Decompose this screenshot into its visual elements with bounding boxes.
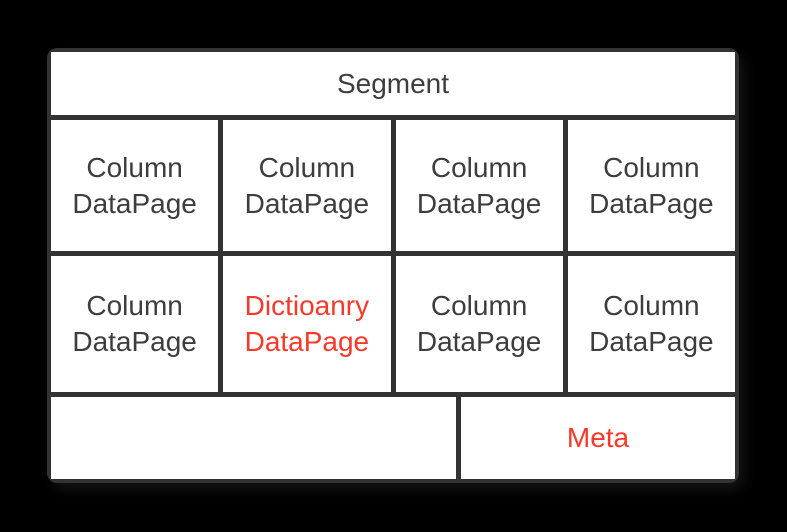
segment-label: Segment — [336, 67, 450, 99]
cell-label: Column DataPage — [416, 151, 542, 219]
segment-header-cell: Segment — [51, 52, 735, 115]
column-datapage-cell: Column DataPage — [223, 120, 391, 251]
dictionary-datapage-cell: Dictioanry DataPage — [223, 256, 391, 392]
column-datapage-cell: Column DataPage — [395, 120, 563, 251]
column-datapage-cell: Column DataPage — [395, 256, 563, 392]
cell-label: Column DataPage — [589, 151, 714, 219]
column-datapage-cell: Column DataPage — [567, 120, 735, 251]
cell-label: Column DataPage — [416, 290, 542, 357]
meta-cell: Meta — [461, 397, 735, 479]
empty-cell — [51, 397, 456, 479]
cell-label: Meta — [566, 422, 630, 453]
segment-header-row: Segment — [51, 52, 735, 115]
footer-row: Meta — [51, 397, 735, 479]
cell-label: Column DataPage — [72, 151, 197, 219]
datapage-row-middle: Column DataPage Dictioanry DataPage Colu… — [51, 256, 735, 392]
column-datapage-cell: Column DataPage — [51, 256, 219, 392]
cell-label: Column DataPage — [244, 151, 370, 219]
column-datapage-cell: Column DataPage — [51, 120, 219, 251]
cell-label: Column DataPage — [589, 290, 714, 357]
column-datapage-cell: Column DataPage — [567, 256, 735, 392]
segment-diagram: Segment Column DataPage Column DataPage … — [47, 48, 739, 483]
cell-label: Column DataPage — [72, 290, 197, 357]
datapage-row-top: Column DataPage Column DataPage Column D… — [51, 120, 735, 251]
cell-label: Dictioanry DataPage — [244, 290, 370, 357]
